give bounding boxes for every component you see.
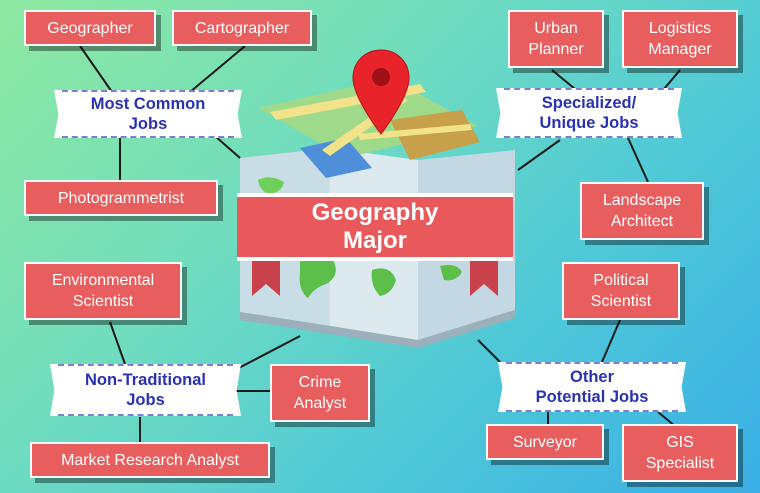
continent-shape [299, 253, 336, 298]
connector-gis-specialist [657, 411, 676, 427]
job-political-scientist: Political Scientist [562, 262, 680, 320]
connector-logistics-manager [663, 69, 681, 90]
category-most-common: Most Common Jobs [62, 90, 234, 138]
job-surveyor: Surveyor [486, 424, 604, 460]
connector-most-common-map [214, 135, 241, 159]
job-crime-analyst: Crime Analyst [270, 364, 370, 422]
connector-political-scientist [601, 319, 621, 363]
category-specialized: Specialized/ Unique Jobs [504, 88, 674, 138]
connector-urban-planner [551, 69, 576, 90]
city-map-water [300, 138, 372, 178]
job-cartographer: Cartographer [172, 10, 312, 46]
map-pin-icon [352, 49, 410, 135]
job-urban-planner: Urban Planner [508, 10, 604, 68]
continent-shape [371, 268, 396, 296]
job-market-research-analyst: Market Research Analyst [30, 442, 270, 478]
banner-tail-left [252, 255, 280, 296]
job-logistics-manager: Logistics Manager [622, 10, 738, 68]
banner-tail-right [470, 255, 498, 296]
continent-shape [440, 264, 462, 281]
job-landscape-architect: Landscape Architect [580, 182, 704, 240]
job-photogrammetrist: Photogrammetrist [24, 180, 218, 216]
connector-landscape-architect [627, 137, 649, 183]
job-environmental-scientist: Environmental Scientist [24, 262, 182, 320]
connector-other-map [477, 339, 501, 363]
city-map-road [358, 124, 472, 140]
connector-geographer [79, 45, 113, 93]
category-non-traditional: Non-Traditional Jobs [58, 364, 233, 416]
continent-shape [258, 177, 284, 194]
center-title-banner: Geography Major [237, 193, 513, 261]
job-geographer: Geographer [24, 10, 156, 46]
connector-specialized-map [517, 139, 561, 171]
category-other: Other Potential Jobs [506, 362, 678, 412]
map-shadow [240, 310, 515, 348]
connector-cartographer [189, 45, 246, 93]
job-gis-specialist: GIS Specialist [622, 424, 738, 482]
connector-environmental-scientist [109, 321, 126, 365]
connector-non-traditional-map [234, 335, 301, 371]
city-map-block [390, 110, 480, 160]
